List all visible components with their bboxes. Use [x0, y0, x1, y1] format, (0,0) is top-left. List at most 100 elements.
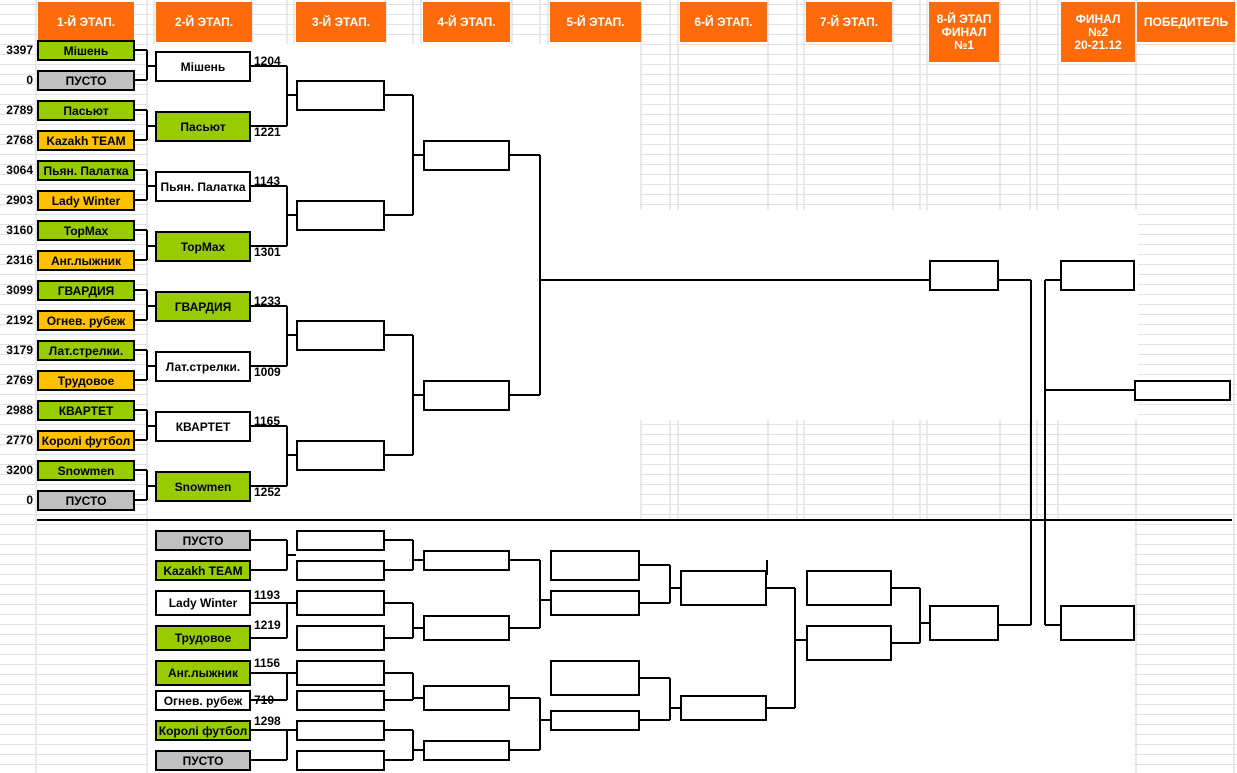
- score-label: 1252: [254, 485, 281, 499]
- header-stage-1: 1-Й ЭТАП.: [38, 2, 134, 42]
- team-box-stage1: TopMax: [37, 220, 135, 241]
- team-box-stage1: Лат.стрелки.: [37, 340, 135, 361]
- empty-bracket-slot: [296, 590, 385, 616]
- empty-bracket-slot: [680, 695, 767, 721]
- empty-bracket-slot: [423, 380, 510, 411]
- empty-bracket-slot: [423, 685, 510, 711]
- empty-bracket-slot: [1060, 605, 1135, 641]
- score-label: 2903: [6, 193, 33, 207]
- team-box-stage2: КВАРТЕТ: [155, 411, 251, 442]
- empty-bracket-slot: [1134, 380, 1231, 401]
- empty-bracket-slot: [296, 690, 385, 711]
- team-box-stage2-lower: ПУСТО: [155, 750, 251, 771]
- team-box-stage1: КВАРТЕТ: [37, 400, 135, 421]
- team-box-stage1: Мішень: [37, 40, 135, 61]
- empty-bracket-slot: [806, 625, 892, 661]
- score-label: 0: [26, 493, 33, 507]
- empty-bracket-slot: [423, 740, 510, 761]
- score-label: 0: [26, 73, 33, 87]
- score-label: 2769: [6, 373, 33, 387]
- empty-bracket-slot: [680, 570, 767, 606]
- team-box-stage1: Анг.лыжник: [37, 250, 135, 271]
- team-box-stage2-lower: Анг.лыжник: [155, 660, 251, 686]
- empty-bracket-slot: [296, 660, 385, 686]
- score-label: 1156: [254, 656, 281, 670]
- score-label: 3200: [6, 463, 33, 477]
- empty-bracket-slot: [296, 625, 385, 651]
- score-label: 3160: [6, 223, 33, 237]
- header-stage-8-final-1: 8-Й ЭТАП ФИНАЛ №1: [929, 2, 999, 62]
- team-box-stage2: Пьян. Палатка: [155, 171, 251, 202]
- team-box-stage2: ГВАРДИЯ: [155, 291, 251, 322]
- empty-bracket-slot: [296, 720, 385, 741]
- header-final-2: ФИНАЛ №2 20-21.12: [1061, 2, 1135, 62]
- empty-bracket-slot: [296, 530, 385, 551]
- empty-bracket-slot: [550, 590, 640, 616]
- empty-bracket-slot: [296, 440, 385, 471]
- header-stage-5: 5-Й ЭТАП.: [550, 2, 641, 42]
- team-box-stage1: Kazakh TEAM: [37, 130, 135, 151]
- team-box-stage2: TopMax: [155, 231, 251, 262]
- empty-bracket-slot: [296, 80, 385, 111]
- empty-bracket-slot: [550, 710, 640, 731]
- team-box-stage1: ГВАРДИЯ: [37, 280, 135, 301]
- empty-bracket-slot: [550, 660, 640, 696]
- score-label: 1233: [254, 294, 281, 308]
- team-box-stage2: Пасьют: [155, 111, 251, 142]
- score-label: 1143: [254, 174, 281, 188]
- team-box-stage1: Огнев. рубеж: [37, 310, 135, 331]
- score-label: 2316: [6, 253, 33, 267]
- empty-bracket-slot: [423, 615, 510, 641]
- score-label: 1165: [254, 414, 281, 428]
- header-stage-7: 7-Й ЭТАП.: [806, 2, 892, 42]
- score-label: 1298: [254, 714, 281, 728]
- score-label: 2768: [6, 133, 33, 147]
- empty-bracket-slot: [296, 750, 385, 771]
- team-box-stage2-lower: ПУСТО: [155, 530, 251, 551]
- empty-bracket-slot: [296, 560, 385, 581]
- score-label: 1204: [254, 54, 281, 68]
- score-label: 1193: [254, 588, 281, 602]
- empty-bracket-slot: [550, 550, 640, 581]
- score-label: 2192: [6, 313, 33, 327]
- empty-bracket-slot: [806, 570, 892, 606]
- empty-bracket-slot: [929, 260, 999, 291]
- team-box-stage1: Королі футбол: [37, 430, 135, 451]
- empty-bracket-slot: [296, 320, 385, 351]
- score-label: 2770: [6, 433, 33, 447]
- header-stage-3: 3-Й ЭТАП.: [296, 2, 386, 42]
- empty-bracket-slot: [929, 605, 999, 641]
- empty-bracket-slot: [296, 200, 385, 231]
- team-box-stage2: Лат.стрелки.: [155, 351, 251, 382]
- team-box-stage2-lower: Lady Winter: [155, 590, 251, 616]
- team-box-stage1: ПУСТО: [37, 490, 135, 511]
- score-label: 3397: [6, 43, 33, 57]
- empty-bracket-slot: [423, 550, 510, 571]
- empty-bracket-slot: [423, 140, 510, 171]
- header-stage-6: 6-Й ЭТАП.: [680, 2, 767, 42]
- score-label: 2988: [6, 403, 33, 417]
- team-box-stage1: ПУСТО: [37, 70, 135, 91]
- team-box-stage1: Lady Winter: [37, 190, 135, 211]
- team-box-stage1: Snowmen: [37, 460, 135, 481]
- header-winner: ПОБЕДИТЕЛЬ: [1137, 2, 1235, 42]
- score-label: 3179: [6, 343, 33, 357]
- team-box-stage2-lower: Kazakh TEAM: [155, 560, 251, 581]
- team-box-stage2-lower: Огнев. рубеж: [155, 690, 251, 711]
- score-label: 1219: [254, 618, 281, 632]
- score-label: 1009: [254, 365, 281, 379]
- team-box-stage1: Пасьют: [37, 100, 135, 121]
- team-box-stage1: Пьян. Палатка: [37, 160, 135, 181]
- score-label: 2789: [6, 103, 33, 117]
- header-stage-4: 4-Й ЭТАП.: [423, 2, 510, 42]
- header-stage-2: 2-Й ЭТАП.: [156, 2, 252, 42]
- score-label: 3099: [6, 283, 33, 297]
- team-box-stage2-lower: Королі футбол: [155, 720, 251, 741]
- empty-bracket-slot: [1060, 260, 1135, 291]
- score-label: 710: [254, 693, 275, 707]
- team-box-stage2-lower: Трудовое: [155, 625, 251, 651]
- score-label: 1301: [254, 245, 281, 259]
- team-box-stage2: Мішень: [155, 51, 251, 82]
- score-label: 3064: [6, 163, 33, 177]
